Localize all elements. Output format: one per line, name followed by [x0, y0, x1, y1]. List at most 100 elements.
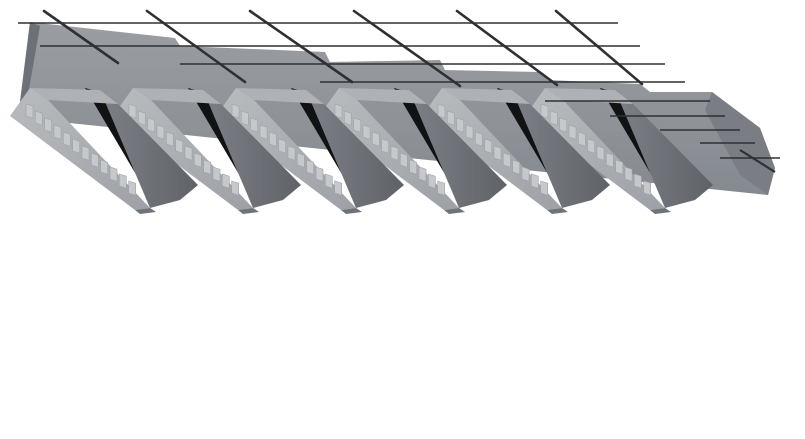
- rib-embossment: [633, 173, 642, 189]
- rebar-diagonal: [455, 9, 559, 87]
- rib-side-face: [203, 90, 301, 208]
- rib-embossment: [643, 180, 652, 196]
- rib-embossment: [343, 110, 352, 126]
- rib-embossment: [409, 159, 418, 175]
- rib-embossment: [72, 138, 80, 154]
- rib-embossment: [53, 124, 62, 140]
- rib-embossment: [587, 138, 596, 154]
- rib-embossment: [427, 173, 436, 189]
- rib-embossment: [156, 124, 165, 140]
- rib-embossment: [484, 138, 493, 154]
- rib-embossment: [521, 166, 530, 182]
- rib-embossment: [296, 152, 305, 168]
- rib-embossment: [241, 110, 249, 126]
- rib-embossment: [399, 152, 408, 168]
- deck-rib: [525, 88, 713, 214]
- rib-embossment: [128, 103, 137, 119]
- rib-embossment: [128, 180, 136, 196]
- rib-top-flange: [339, 88, 427, 104]
- rib-embossment: [390, 145, 399, 161]
- rib-embossment: [493, 145, 502, 161]
- rib-embossment: [109, 166, 118, 182]
- rib-embossment: [512, 159, 521, 175]
- rebar-diagonal: [739, 149, 776, 173]
- rib-embossment: [540, 103, 549, 119]
- rib-embossment: [231, 103, 240, 119]
- rib-side-face: [306, 90, 404, 208]
- rib-embossment: [474, 131, 483, 147]
- rib-embossment: [212, 166, 221, 182]
- rib-side-face: [512, 90, 610, 208]
- rib-embossment: [362, 124, 371, 140]
- rib-embossment: [559, 117, 568, 133]
- rib-embossment: [502, 152, 511, 168]
- rib-embossment: [324, 173, 333, 189]
- rib-top-flange: [442, 88, 530, 104]
- rib-embossment: [268, 131, 277, 147]
- rib-bottom-lip: [341, 208, 362, 214]
- rib-embossment: [549, 110, 558, 126]
- rib-embossment: [353, 117, 362, 133]
- rib-bottom-lip: [238, 208, 259, 214]
- rib-embossment: [250, 117, 258, 133]
- rib-top-flange: [545, 88, 633, 104]
- rebar-diagonal: [145, 9, 247, 84]
- rebar-diagonal: [554, 9, 644, 86]
- rib-embossment: [44, 117, 53, 133]
- rib-embossment: [231, 180, 239, 196]
- slab-left-edge: [18, 22, 40, 118]
- rib-side-face: [409, 90, 507, 208]
- rebar-diagonal: [42, 9, 120, 65]
- rib-embossment: [138, 110, 146, 126]
- deck-rib: [113, 88, 301, 214]
- rib-embossment: [306, 159, 315, 175]
- rib-side-face: [100, 90, 198, 208]
- rib-embossment: [194, 152, 202, 168]
- rib-embossment: [91, 152, 99, 168]
- rib-embossment: [222, 173, 230, 189]
- rib-top-flange: [236, 88, 324, 104]
- rib-embossment: [287, 145, 296, 161]
- rib-bottom-lip: [135, 208, 156, 214]
- rib-embossment: [166, 131, 174, 147]
- rib-top-flange: [133, 88, 221, 104]
- rib-embossment: [437, 103, 446, 119]
- rib-embossment: [334, 180, 343, 196]
- rib-embossment: [259, 124, 268, 140]
- rib-embossment: [605, 152, 614, 168]
- rebar-diagonal: [352, 9, 462, 88]
- rib-embossment: [456, 117, 465, 133]
- rib-embossment: [568, 124, 577, 140]
- rib-embossment: [334, 103, 343, 119]
- rib-embossment: [577, 131, 586, 147]
- rib-embossment: [371, 131, 380, 147]
- deck-rib: [319, 88, 507, 214]
- rib-bottom-lip: [444, 208, 465, 214]
- deck-rib: [422, 88, 610, 214]
- rib-embossment: [100, 159, 108, 175]
- rib-embossment: [540, 180, 549, 196]
- rib-embossment: [147, 117, 155, 133]
- rib-embossment: [418, 166, 427, 182]
- deck-rib: [216, 88, 404, 214]
- rebar-diagonal: [248, 9, 354, 84]
- rib-embossment: [203, 159, 211, 175]
- rib-embossment: [381, 138, 390, 154]
- rib-embossment: [278, 138, 287, 154]
- rebar-mesh: [18, 9, 780, 173]
- rib-embossment: [175, 138, 183, 154]
- rib-embossment: [596, 145, 605, 161]
- rib-embossment: [446, 110, 455, 126]
- rib-embossment: [315, 166, 324, 182]
- rib-embossment: [25, 103, 34, 119]
- rib-embossment: [119, 173, 127, 189]
- deck-rib: [10, 88, 198, 214]
- rib-embossment: [34, 110, 43, 126]
- rib-top-flange: [30, 88, 118, 104]
- rib-embossment: [615, 159, 624, 175]
- rib-embossment: [624, 166, 633, 182]
- rib-embossment: [81, 145, 90, 161]
- rib-bottom-lip: [547, 208, 568, 214]
- rib-embossment: [465, 124, 474, 140]
